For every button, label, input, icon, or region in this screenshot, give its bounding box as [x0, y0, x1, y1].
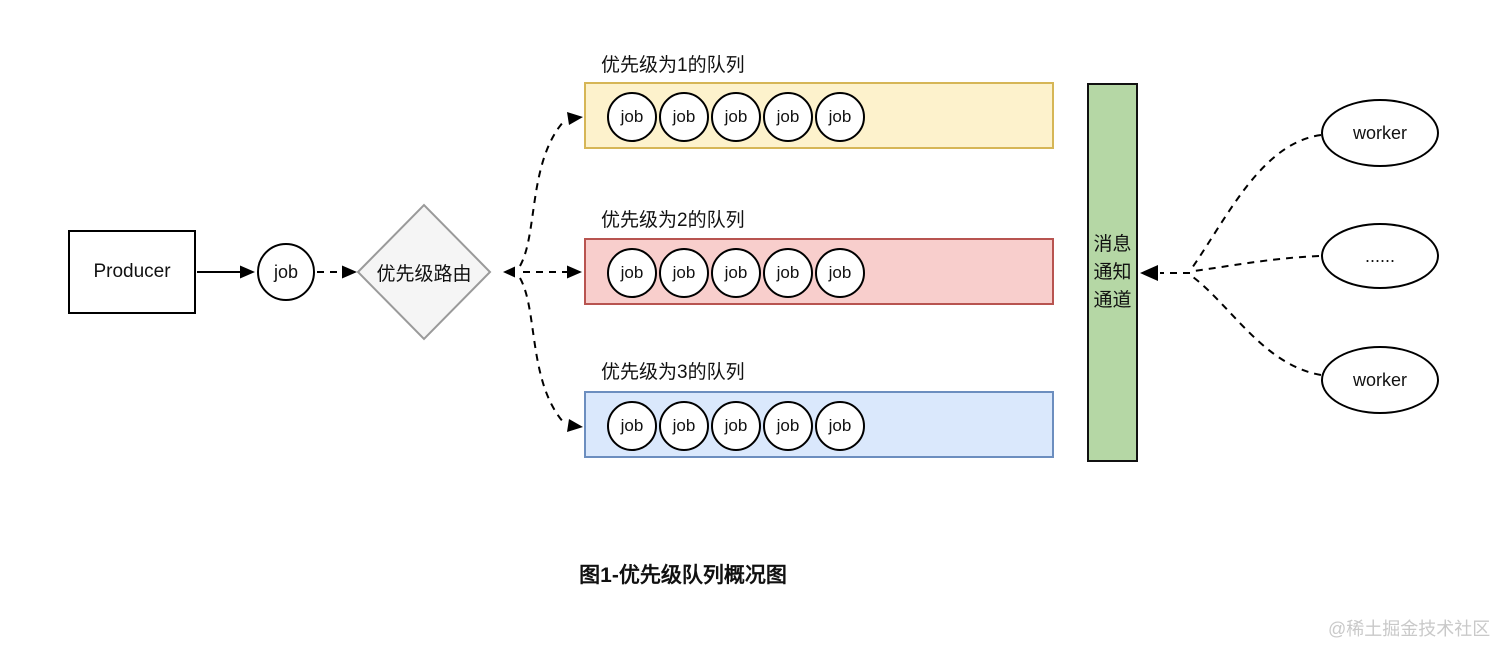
router-junction-arrowhead [503, 266, 515, 278]
arrow-workers-to-channel [1140, 265, 1190, 281]
job-circle: job [711, 401, 761, 451]
channel-line: 通知 [1093, 261, 1132, 283]
job-circle: job [815, 92, 865, 142]
queue-3-rect: job job job job job [584, 391, 1054, 458]
queue-2-title: 优先级为2的队列 [601, 210, 745, 231]
worker-node-top: worker [1321, 99, 1439, 167]
queue-1-title: 优先级为1的队列 [601, 55, 745, 76]
channel-line: 通道 [1093, 289, 1132, 311]
queue-2-rect: job job job job job [584, 238, 1054, 305]
arrow-job-to-router [317, 265, 357, 279]
job-label: job [273, 261, 299, 282]
connector-worker-top-to-channel [1191, 134, 1322, 269]
job-circle: job [607, 92, 657, 142]
job-circle: job [659, 92, 709, 142]
job-circle: job [711, 92, 761, 142]
notification-channel-bar: 消息 通知 通道 [1087, 83, 1138, 462]
worker-node-ellipsis: ...... [1321, 223, 1439, 289]
figure-caption: 图1-优先级队列概况图 [579, 564, 787, 587]
worker-node-bottom: worker [1321, 346, 1439, 414]
job-circle: job [607, 401, 657, 451]
arrow-router-to-queue-1 [519, 112, 583, 267]
arrow-router-to-queue-2 [523, 265, 582, 279]
job-circle: job [763, 92, 813, 142]
job-circle: job [711, 248, 761, 298]
producer-label: Producer [93, 261, 171, 282]
producer-node: Producer [68, 230, 196, 314]
worker-label: worker [1352, 122, 1407, 143]
worker-label: worker [1352, 369, 1407, 390]
job-circle: job [659, 248, 709, 298]
watermark: @稀土掘金技术社区 [1328, 619, 1491, 639]
job-circle: job [763, 401, 813, 451]
job-node: job [257, 243, 315, 301]
connector-worker-middle-to-channel [1193, 255, 1320, 272]
arrow-producer-to-job [197, 265, 255, 279]
connector-worker-bottom-to-channel [1192, 276, 1322, 376]
router-diamond [356, 203, 492, 341]
job-circle: job [815, 248, 865, 298]
queue-1-rect: job job job job job [584, 82, 1054, 149]
job-circle: job [607, 248, 657, 298]
job-circle: job [763, 248, 813, 298]
channel-line: 消息 [1093, 233, 1132, 255]
arrow-router-to-queue-3 [519, 277, 583, 432]
job-circle: job [659, 401, 709, 451]
priority-router-label: 优先级路由 [376, 263, 472, 285]
job-circle: job [815, 401, 865, 451]
priority-router-node: 优先级路由 [364, 261, 484, 285]
worker-ellipsis-label: ...... [1364, 245, 1395, 266]
queue-3-title: 优先级为3的队列 [601, 362, 745, 383]
